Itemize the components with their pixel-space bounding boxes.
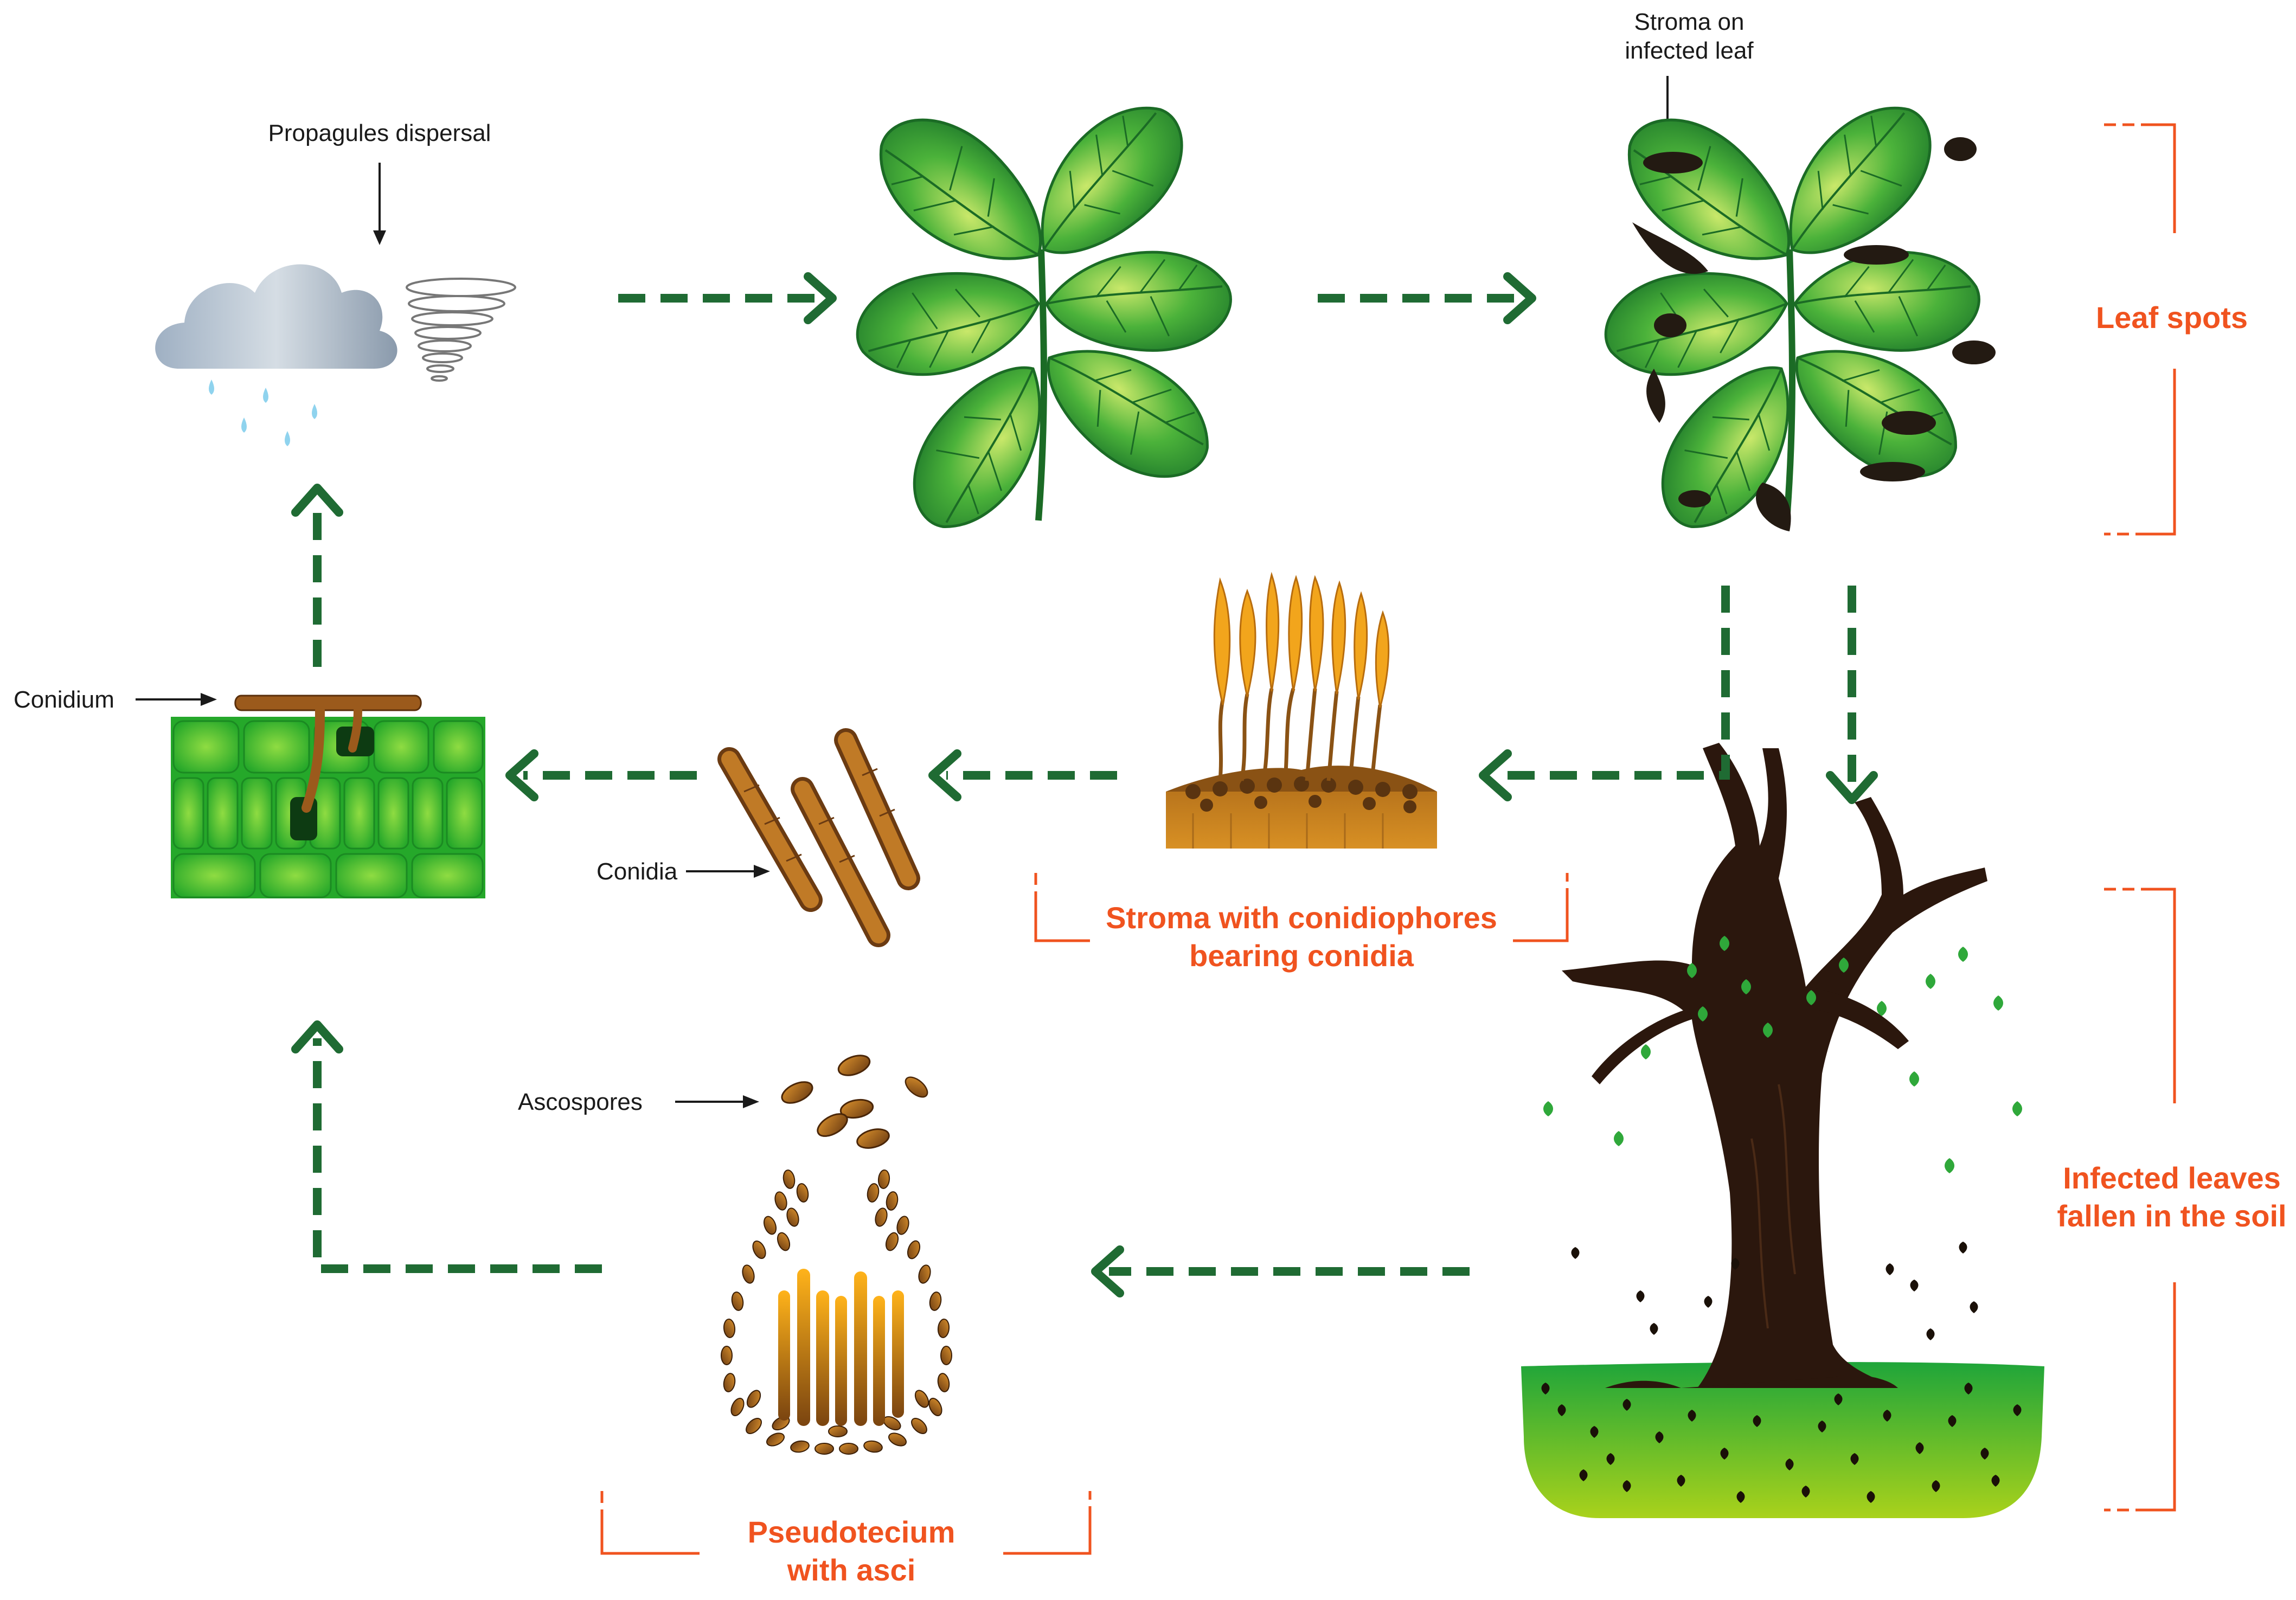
- pseudotecium-stage-label-1: Pseudotecium: [748, 1515, 955, 1549]
- pseudotecium-stage-label-2: with asci: [787, 1553, 916, 1587]
- stroma-on-leaf-label-1: Stroma on: [1634, 9, 1745, 35]
- healthy-leaves-illustration: [853, 85, 1235, 548]
- infected-leaves-stage-label-1: Infected leaves: [2063, 1161, 2281, 1195]
- stroma-conidiophores-stage-label-1: Stroma with conidiophores: [1106, 901, 1497, 935]
- wind-tornado-icon: [406, 278, 516, 382]
- leaf-tissue-with-conidium: [171, 695, 485, 898]
- infected-leaves-illustration: [1601, 85, 1996, 548]
- arrow-infected-to-stroma: [1494, 586, 1730, 780]
- stroma-on-leaf-label-2: infected leaf: [1625, 37, 1754, 64]
- conidia-label: Conidia: [597, 858, 678, 885]
- conidium-label: Conidium: [14, 686, 114, 713]
- leaf-spots-stage-label: Leaf spots: [2096, 300, 2248, 335]
- pseudotecium-illustration: [721, 1168, 952, 1455]
- tree-fallen-leaves-illustration: [1521, 743, 2044, 1518]
- rain-cloud-icon: [155, 264, 397, 446]
- stroma-conidiophores-illustration: [1166, 571, 1437, 849]
- ascospores-illustration: [778, 1051, 932, 1152]
- flow-arrows: [291, 272, 1878, 1297]
- propagules-dispersal-label: Propagules dispersal: [268, 120, 491, 146]
- infected-leaves-stage-label-2: fallen in the soil: [2057, 1199, 2286, 1233]
- ascospores-label: Ascospores: [518, 1089, 643, 1115]
- arrow-pseudotecium-to-tissue: [313, 1038, 602, 1273]
- conidia-spores-illustration: [717, 728, 920, 947]
- leaf-lesion: [1632, 137, 1996, 531]
- stroma-conidiophores-stage-label-2: bearing conidia: [1189, 939, 1414, 973]
